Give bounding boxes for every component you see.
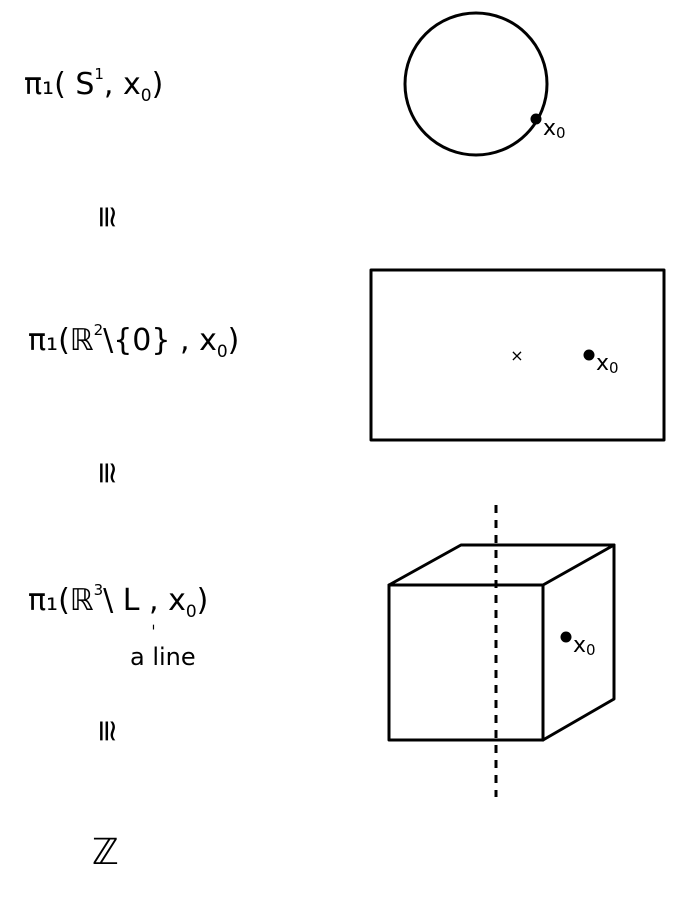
basepoint-dot-2 — [583, 349, 595, 361]
plane-rectangle — [369, 268, 666, 442]
basepoint-dot-3 — [560, 631, 572, 643]
label-pi1-circle: π₁( S1, x0) — [24, 65, 164, 106]
circle-s1 — [403, 11, 549, 157]
origin-puncture-mark: × — [510, 346, 523, 365]
basepoint-label-1: x0 — [543, 116, 566, 142]
result-integers: ℤ — [92, 832, 119, 873]
label-pi1-space-minus-line: π₁(ℝ3\ L , x0) — [28, 581, 209, 622]
basepoint-dot-1 — [530, 113, 542, 125]
annotation-pointer: ˈ — [151, 622, 156, 643]
basepoint-label-3: x0 — [573, 633, 596, 659]
label-pi1-punctured-plane: π₁(ℝ2\{0} , x0) — [28, 321, 240, 362]
cube — [387, 543, 616, 742]
basepoint-label-2: x0 — [596, 351, 619, 377]
annotation-a-line: a line — [130, 643, 196, 671]
